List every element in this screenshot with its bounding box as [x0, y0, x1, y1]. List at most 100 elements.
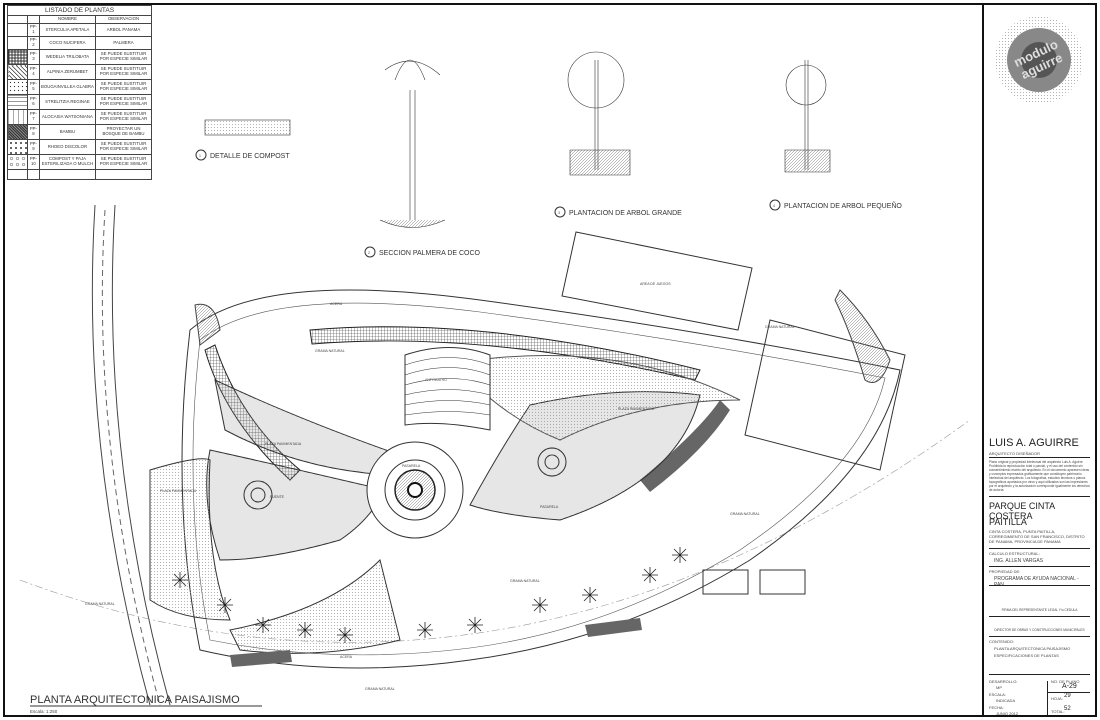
contents-item: ESPECIFICACIONES DE PLANTAS	[994, 653, 1059, 658]
project-location: PAITILLA	[989, 517, 1027, 527]
plant-code: PP-4	[27, 64, 40, 81]
plant-code: PP-5	[27, 79, 40, 96]
developer-label: DESARROLLO:	[989, 679, 1018, 684]
structural-engineer: ING. ALLEN VARGAS	[994, 558, 1044, 564]
plan-number-label: NO. DE PLANO	[1051, 679, 1080, 684]
architect-name: LUIS A. AGUIRRE	[989, 437, 1079, 449]
sheet-label: HOJA:	[1051, 696, 1063, 701]
plant-observation: SE PUEDE SUSTITUIR POR ESPECIE SIMILAR	[95, 109, 152, 126]
total-label: TOTAL:	[1051, 709, 1065, 714]
signature-director: DIRECTOR DE OBRAS Y CONSTRUCCIONES MUNIC…	[994, 628, 1085, 632]
plant-name: COMPOST Y PAJA ESTERILIZADA O MULCH	[38, 154, 97, 171]
plant-name: COCO NUCIFERA	[38, 36, 97, 51]
sheet-border	[3, 3, 1097, 717]
date-label: FECHA:	[989, 705, 1004, 710]
sheet-number: 29	[1064, 693, 1071, 699]
scale-label: ESCALA:	[989, 692, 1006, 697]
contents-item: PLANTA ARQUITECTONICA PAISAJISMO	[994, 646, 1071, 651]
owner: PROGRAMA DE AYUDA NACIONAL - PAN	[994, 576, 1079, 588]
label-walkway: PASARELA	[402, 464, 421, 468]
plant-pattern-swatch	[7, 64, 28, 81]
total-sheets: 52	[1064, 706, 1071, 712]
owner-label: PROPIEDAD DE:	[989, 569, 1021, 574]
svg-text:PLANTACION DE ARBOL GRANDE: PLANTACION DE ARBOL GRANDE	[569, 210, 682, 217]
label-grass: GRAMA NATURAL	[85, 602, 115, 606]
label-area: AREA DE JUEGOS	[640, 282, 671, 286]
plant-name: ALPINIA ZERUMBET	[38, 64, 97, 81]
svg-text:PLANTACION DE ARBOL PEQUEÑO: PLANTACION DE ARBOL PEQUEÑO	[784, 201, 902, 210]
plant-code: PP-6	[27, 94, 40, 111]
svg-text:3: 3	[558, 211, 560, 215]
plant-name: STRELITZIA REGINAE	[38, 94, 97, 111]
plan-title: PLANTA ARQUITECTONICA PAISAJISMO	[30, 694, 240, 706]
plant-name: WEDELIA TRILOBATA	[38, 49, 97, 66]
plant-pattern-swatch	[7, 109, 28, 126]
label-grass: GRAMA NATURAL	[765, 325, 795, 329]
plant-pattern-swatch	[7, 154, 28, 171]
plant-code: PP-7	[27, 109, 40, 126]
plant-code: PP-3	[27, 49, 40, 66]
header-name: NOMBRE	[38, 15, 97, 25]
plant-code: PP-2	[27, 36, 40, 51]
plant-name: STERCULIA APETALA	[38, 23, 97, 38]
plant-code: PP-10	[27, 154, 40, 171]
label-sidewalk: ACERA	[340, 655, 353, 659]
label-sidewalk: ACERA	[330, 302, 343, 306]
label-amphitheater: ANFITEATRO	[425, 378, 447, 382]
plant-pattern-swatch	[7, 124, 28, 141]
plant-observation: SE PUEDE SUSTITUIR POR ESPECIE SIMILAR	[95, 49, 152, 66]
contents-label: CONTENIDO:	[989, 639, 1015, 644]
label-plaza: PLAZA PAVIMENTADA	[160, 489, 197, 493]
svg-text:1: 1	[199, 154, 201, 158]
plant-observation: SE PUEDE SUSTITUIR POR ESPECIE SIMILAR	[95, 79, 152, 96]
signature-representative: FIRMA DEL REPRESENTANTE LEGAL Y/o CEDULA	[1001, 608, 1078, 612]
plant-observation: PROYECTAR UN BOSQUE DE BAMBU	[95, 124, 152, 141]
svg-text:4: 4	[773, 204, 775, 208]
detail-1-title: 1 DETALLE DE COMPOST	[195, 149, 290, 161]
structural-label: CALCULO ESTRUCTURAL:	[989, 551, 1040, 556]
scale-value: INDICADA	[996, 698, 1016, 703]
detail-3-title: 3 PLANTACION DE ARBOL GRANDE	[554, 206, 682, 218]
plant-pattern-swatch	[7, 139, 28, 156]
label-grass: GRAMA NATURAL	[315, 349, 345, 353]
plant-name: ALOCASIA WATSONIANA	[38, 109, 97, 126]
label-walkway: PASARELA	[540, 505, 559, 509]
label-plaza: PLAZA PAVIMENTADA	[265, 442, 302, 446]
developer: MP	[996, 685, 1002, 690]
svg-text:2: 2	[368, 251, 370, 255]
copyright-notice: Plano original y propiedad intelectual d…	[989, 460, 1090, 492]
plan-scale: Escala: 1:250	[30, 709, 58, 714]
label-grass: GRAMA NATURAL	[365, 687, 395, 691]
plant-list-title: LISTADO DE PLANTAS	[7, 4, 152, 17]
plant-pattern-swatch	[7, 23, 28, 38]
plant-observation: PALMERA	[95, 36, 152, 51]
plant-code: PP-9	[27, 139, 40, 156]
plant-code: PP-1	[27, 23, 40, 38]
plant-observation: SE PUEDE SUSTITUIR POR ESPECIE SIMILAR	[95, 94, 152, 111]
label-fountain: FUENTE	[270, 495, 285, 499]
plant-name: BOUGAINVILLEA GLABRA	[38, 79, 97, 96]
plant-pattern-swatch	[7, 94, 28, 111]
header-observation: OBSERVACION	[95, 15, 152, 25]
plan-number: A-29	[1062, 683, 1077, 690]
plant-observation: SE PUEDE SUSTITUIR POR ESPECIE SIMILAR	[95, 139, 152, 156]
date-value: JUNIO 2012	[996, 711, 1019, 716]
plant-name: RHOEO DISCOLOR	[38, 139, 97, 156]
svg-text:DETALLE DE COMPOST: DETALLE DE COMPOST	[210, 153, 290, 160]
plant-code: PP-8	[27, 124, 40, 141]
plant-pattern-swatch	[7, 36, 28, 51]
plant-observation: ARBOL PANAMA	[95, 23, 152, 38]
plant-observation: SE PUEDE SUSTITUIR POR ESPECIE SIMILAR	[95, 64, 152, 81]
